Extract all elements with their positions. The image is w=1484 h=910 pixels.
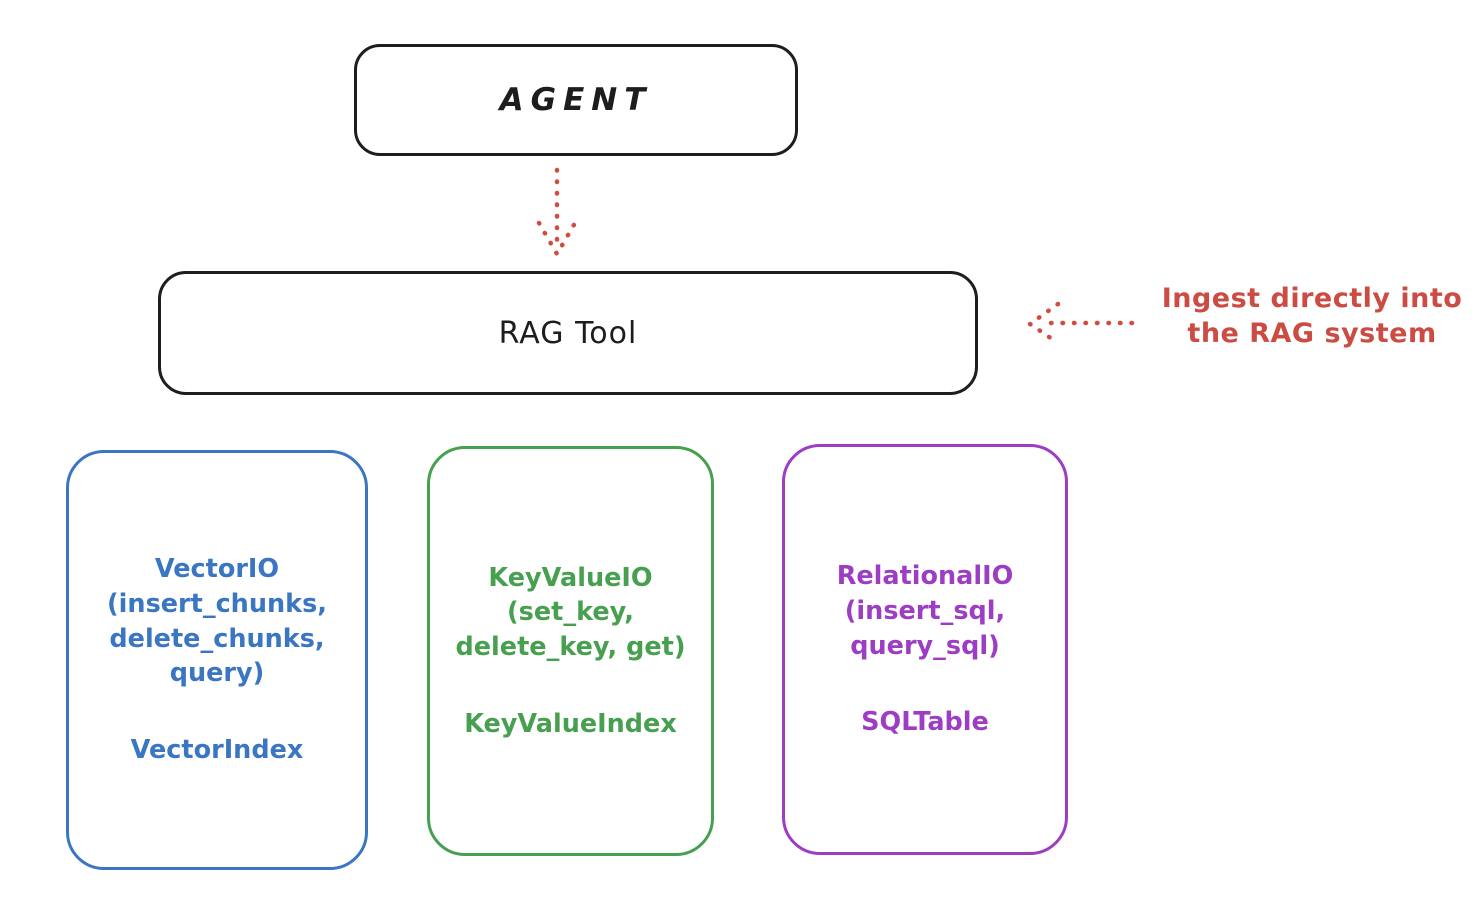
backend-node-relational-io: RelationalIO (insert_sql, query_sql) SQL…: [782, 444, 1068, 855]
rag-tool-node: RAG Tool: [158, 271, 978, 395]
vector-io-label: VectorIO (insert_chunks, delete_chunks, …: [107, 554, 327, 689]
ingest-annotation-text: Ingest directly into the RAG system: [1161, 283, 1463, 350]
relational-io-label: RelationalIO (insert_sql, query_sql): [836, 561, 1014, 661]
keyvalue-io-label: KeyValueIO (set_key, delete_key, get): [455, 562, 686, 662]
ingest-annotation: Ingest directly into the RAG system: [1140, 281, 1484, 351]
rag-tool-label: RAG Tool: [498, 315, 638, 351]
vector-index-label: VectorIndex: [130, 735, 304, 765]
ingest-annotation-arrow: [1026, 301, 1135, 346]
sql-table-label: SQLTable: [861, 707, 989, 738]
keyvalue-index-label: KeyValueIndex: [464, 708, 677, 739]
backend-node-vector-io: VectorIO (insert_chunks, delete_chunks, …: [66, 450, 368, 870]
agent-label: AGENT: [499, 82, 653, 118]
backend-node-keyvalue-io: KeyValueIO (set_key, delete_key, get) Ke…: [427, 446, 714, 856]
agent-to-ragtool-arrow: [536, 167, 578, 259]
agent-node: AGENT: [354, 44, 798, 156]
